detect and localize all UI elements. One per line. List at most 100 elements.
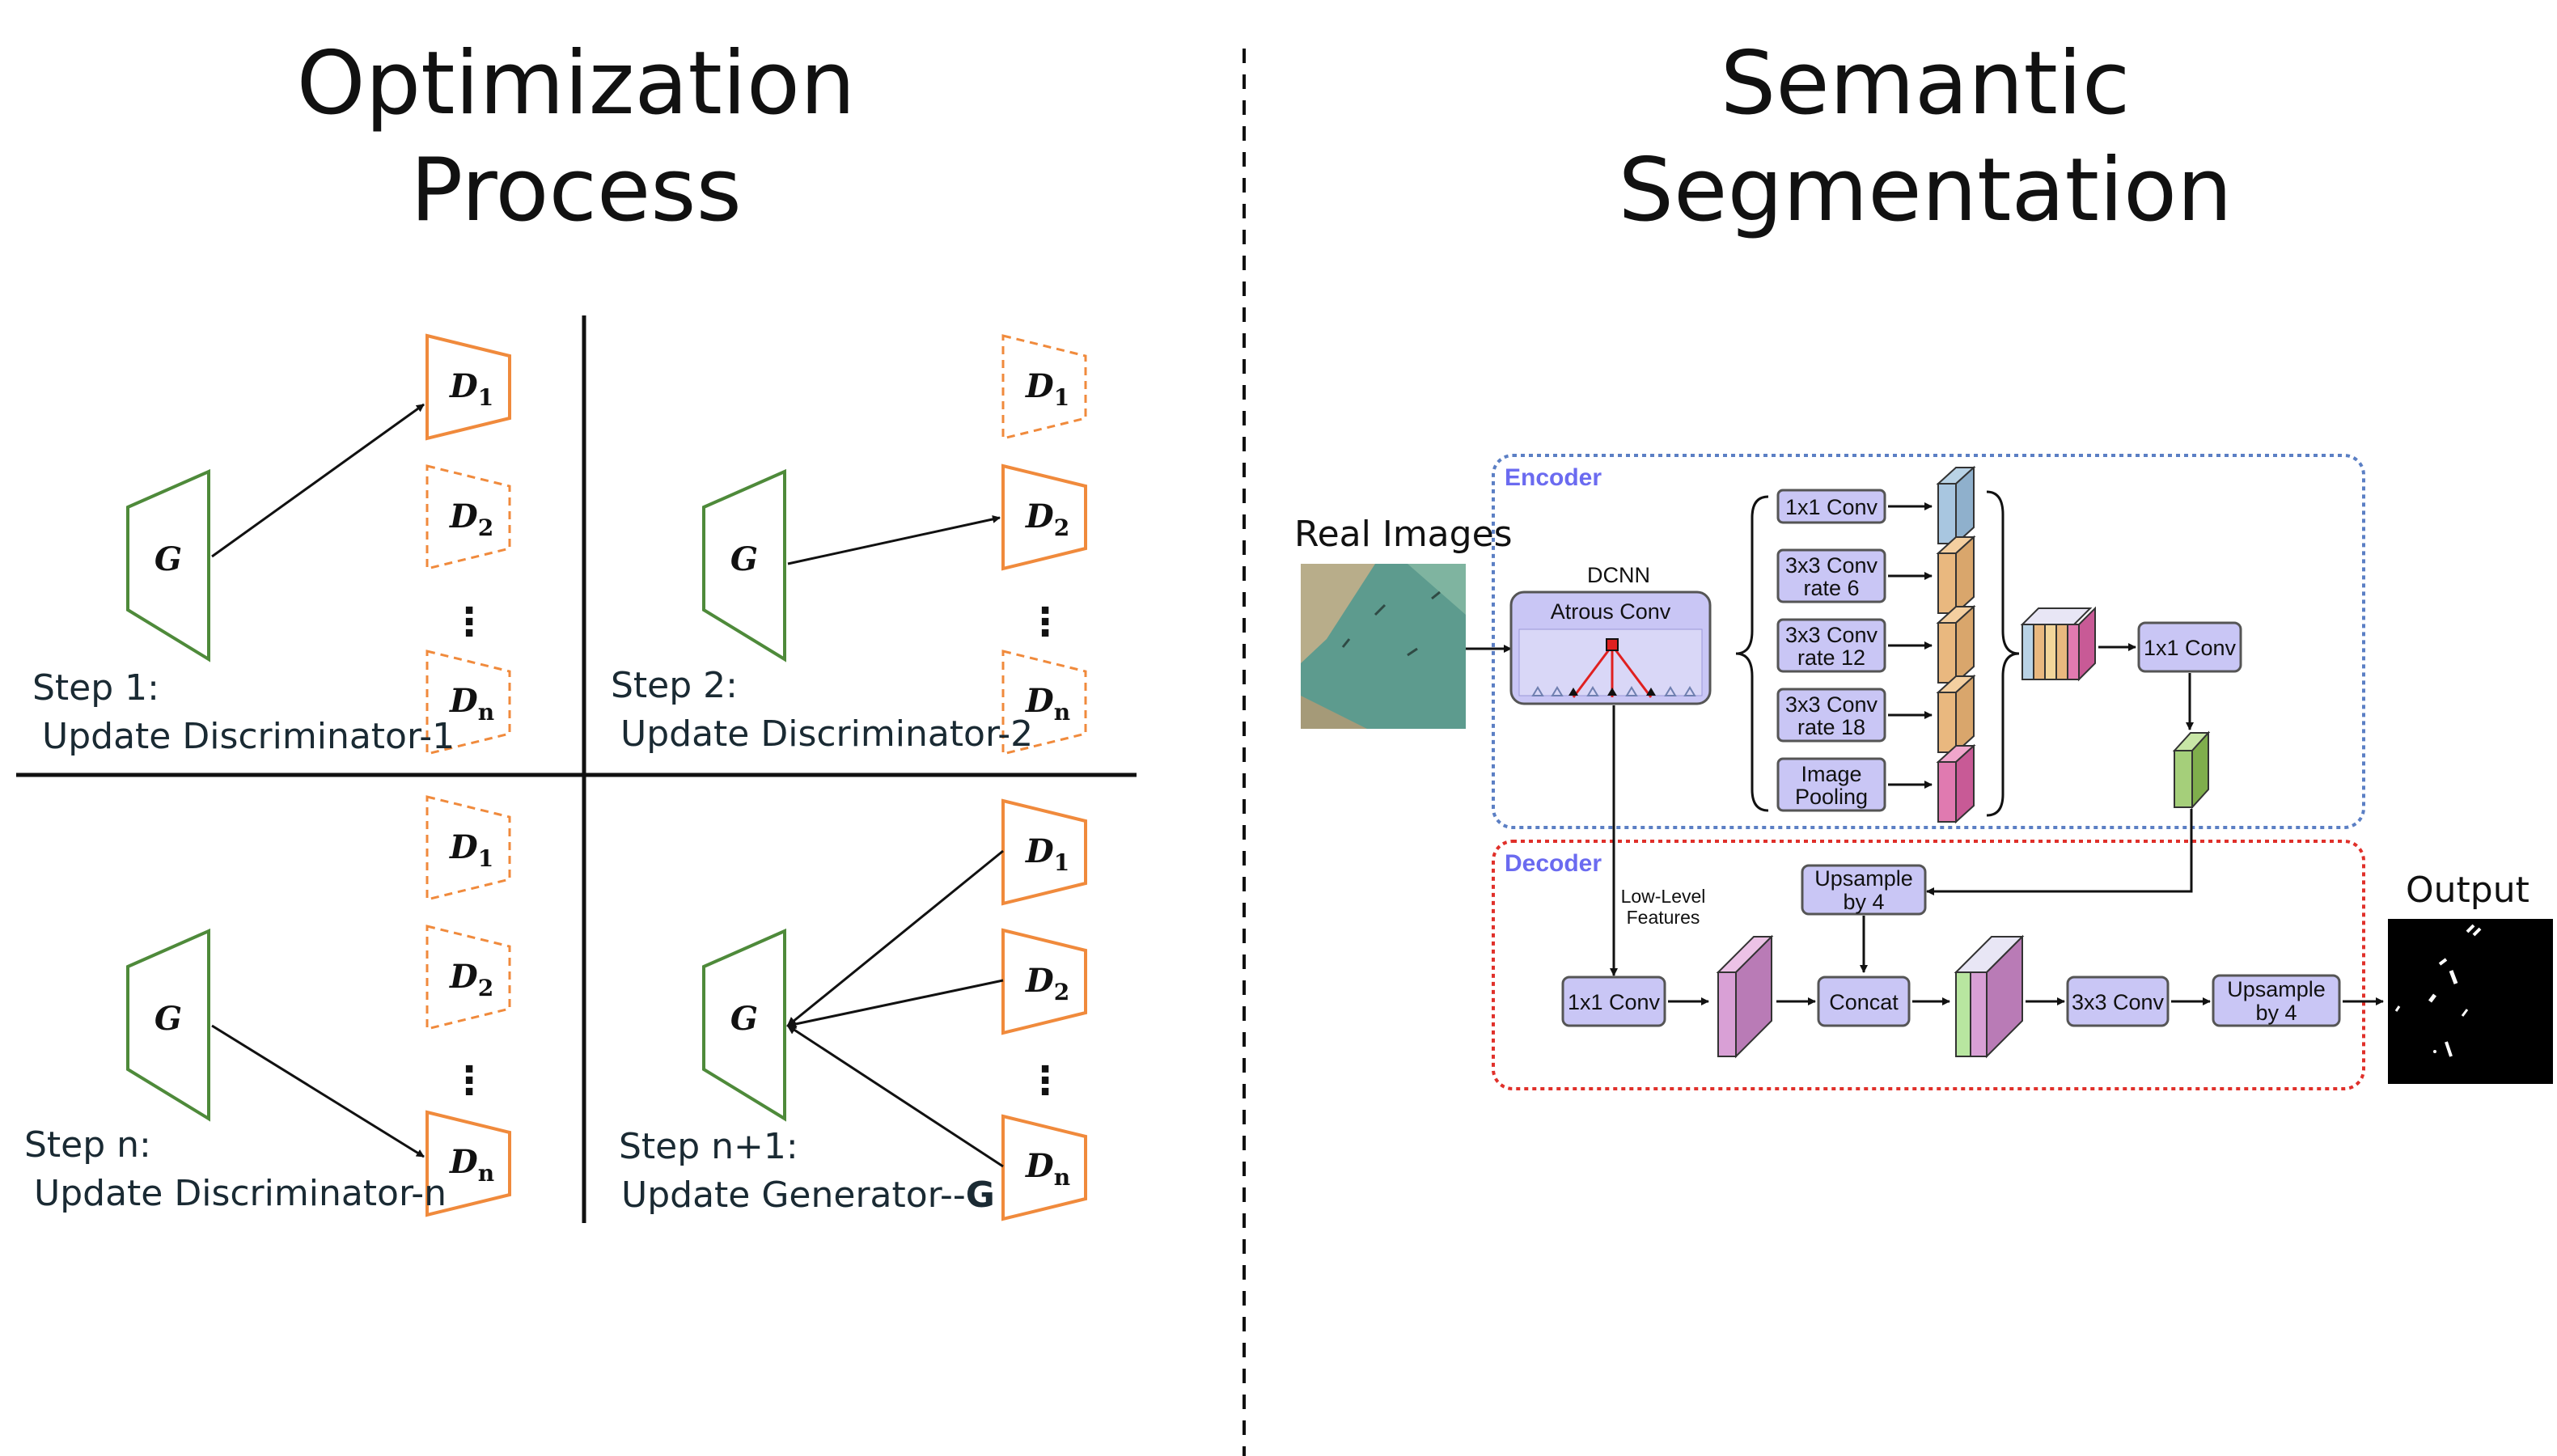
- quadrant-step-1: G D1 D2 ⋮ Dn Step 1: Update Discriminato…: [32, 333, 511, 757]
- step-2-title: Step 2:: [611, 665, 738, 706]
- right-title-line2: Segmentation: [1618, 140, 2232, 241]
- low-1x1-conv: [1561, 976, 1666, 1027]
- low-conv-label: 1x1 Conv: [1568, 990, 1661, 1014]
- output-mask-image: [2388, 919, 2553, 1084]
- discriminator-2-active: [1001, 463, 1087, 571]
- branch-5-line2: Pooling: [1795, 785, 1868, 809]
- update-arrow: [211, 1024, 425, 1158]
- discriminator-n-inactive: [1001, 650, 1087, 756]
- left-brace: [1735, 495, 1769, 812]
- decoder-box: [1492, 840, 2365, 1090]
- generator-label: G: [730, 540, 758, 578]
- concat-label: Concat: [1829, 990, 1899, 1014]
- branch-4-line2: rate 18: [1797, 715, 1865, 739]
- feature-map-orange-3: [1936, 674, 1976, 755]
- output-label: Output: [2406, 870, 2529, 911]
- concat-feature-map: [1954, 934, 2025, 1059]
- branch-2-line2: rate 6: [1803, 576, 1859, 600]
- discriminator-1-label: D1: [449, 828, 493, 872]
- quadrant-step-2: G D1 D2 ⋮ Dn Step 2: Update Discriminato…: [611, 334, 1087, 756]
- discriminator-n-active: [1001, 1114, 1087, 1221]
- left-title-line2: Process: [410, 140, 742, 241]
- discriminator-1-label: D1: [449, 367, 493, 411]
- generator-shape: [702, 468, 786, 662]
- ellipsis-dots: ⋮: [1026, 599, 1065, 645]
- right-title-line1: Semantic: [1721, 33, 2131, 134]
- feature-map-orange-1: [1936, 535, 1976, 616]
- decoder-label: Decoder: [1505, 850, 1602, 877]
- branch-4-line1: 3x3 Conv: [1785, 692, 1878, 717]
- atrous-kernel-graphic: [1518, 629, 1703, 698]
- branch-1x1-conv: [1776, 489, 1886, 524]
- conv3x3-label: 3x3 Conv: [2072, 990, 2165, 1014]
- concat-block: [1817, 976, 1911, 1027]
- discriminator-n-label: Dn: [1025, 1147, 1070, 1191]
- branch-5-line1: Image: [1801, 762, 1861, 786]
- upsample-out-line1: Upsample: [2227, 977, 2326, 1001]
- discriminator-n-label: Dn: [449, 682, 494, 726]
- feature-map-pink: [1936, 743, 1976, 824]
- discriminator-2-label: D2: [1025, 962, 1069, 1005]
- low-level-line1: Low-Level: [1621, 886, 1706, 907]
- left-title-line1: Optimization: [297, 33, 856, 134]
- generator-label: G: [155, 1000, 182, 1038]
- branch-3x3-rate18: [1776, 688, 1886, 743]
- discriminator-1-active: [425, 333, 511, 441]
- step-1-title: Step 1:: [32, 667, 159, 709]
- discriminator-1-inactive: [425, 795, 511, 901]
- upsample-top-line1: Upsample: [1814, 866, 1913, 891]
- branch-3-line2: rate 12: [1797, 645, 1865, 670]
- concatenated-features: [2020, 606, 2096, 682]
- upsample-top-block: [1801, 864, 1927, 916]
- generator-label: G: [730, 1000, 758, 1038]
- upsample-out-block: [2212, 974, 2341, 1027]
- update-arrow: [211, 403, 425, 558]
- satellite-image: [1301, 564, 1466, 729]
- encoder-output-feature: [2172, 730, 2211, 810]
- discriminator-2-label: D2: [1025, 497, 1069, 541]
- discriminator-2-active: [1001, 928, 1087, 1035]
- branch-3x3-rate6: [1776, 548, 1886, 603]
- feedback-arrow-d2: [786, 979, 1004, 1029]
- conv3x3-block: [2066, 976, 2170, 1027]
- branch-1-line1: 1x1 Conv: [1785, 495, 1878, 519]
- discriminator-n-active: [425, 1110, 511, 1217]
- discriminator-1-active: [1001, 798, 1087, 906]
- fuse-1x1-conv: [2137, 621, 2242, 673]
- step-n-title: Step n:: [24, 1124, 151, 1166]
- feedback-arrow-dn: [786, 1024, 1004, 1168]
- encoder-box: [1492, 454, 2365, 829]
- branch-3x3-rate12: [1776, 618, 1886, 673]
- input-label: Real Images: [1294, 514, 1513, 555]
- right-brace: [1986, 490, 2020, 817]
- generator-shape: [702, 928, 786, 1122]
- ellipsis-dots: ⋮: [450, 1058, 489, 1103]
- step-n1-desc: Update Generator--G: [621, 1175, 995, 1216]
- encoder-to-upsample-arrow: [1926, 809, 2193, 895]
- quadrant-step-n-plus-1: G D1 D2 ⋮ Dn Step n+1: Update Generator-…: [619, 798, 1087, 1221]
- generator-label: G: [155, 540, 182, 578]
- upsample-top-line2: by 4: [1843, 890, 1884, 914]
- atrous-conv-label: Atrous Conv: [1551, 599, 1671, 624]
- discriminator-1-label: D1: [1025, 367, 1069, 411]
- generator-shape: [126, 468, 210, 662]
- branch-image-pooling: [1776, 757, 1886, 812]
- discriminator-1-inactive: [1001, 334, 1087, 440]
- encoder-label: Encoder: [1505, 464, 1602, 491]
- step-1-desc: Update Discriminator-1: [42, 716, 455, 757]
- discriminator-n-label: Dn: [1025, 682, 1070, 726]
- discriminator-2-label: D2: [449, 958, 493, 1001]
- discriminator-2-inactive: [425, 925, 511, 1031]
- segmentation-network: Real Images Encoder DCNN Atrous Conv: [1294, 454, 2553, 1090]
- step-n1-title: Step n+1:: [619, 1126, 798, 1167]
- low-level-line2: Features: [1627, 907, 1700, 928]
- feature-map-blue: [1936, 465, 1976, 546]
- discriminator-n-inactive: [425, 650, 511, 756]
- feedback-arrow-d1: [786, 849, 1004, 1027]
- ellipsis-dots: ⋮: [1026, 1058, 1065, 1103]
- step-n-desc: Update Discriminator-n: [34, 1173, 447, 1214]
- update-arrow: [787, 515, 1001, 565]
- ellipsis-dots: ⋮: [450, 599, 489, 645]
- discriminator-1-label: D1: [1025, 832, 1069, 876]
